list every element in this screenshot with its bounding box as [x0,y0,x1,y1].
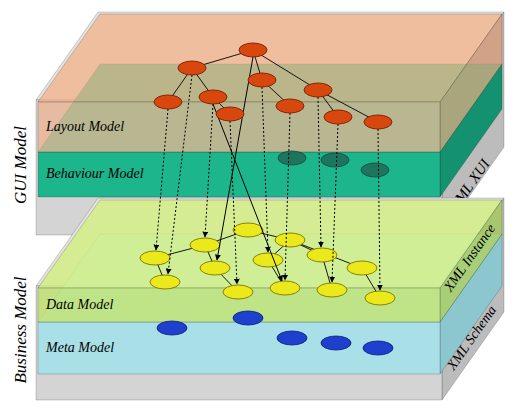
layer-label: Data Model [46,298,113,312]
layer-label: Behaviour Model [46,167,144,181]
layer-face [36,286,442,400]
layer-face [38,14,502,102]
layer-label: Meta Model [46,341,114,355]
layer-face [38,102,440,152]
model-layer: Layout Model [38,14,502,152]
layer-face [38,288,440,322]
group-label: Business Model [12,276,29,383]
model-group: Business Model Data ModelXML InstanceMeta… [0,198,531,408]
layer-face [38,322,440,374]
layer-face [38,64,502,152]
layer-face [38,234,502,322]
layer-face [38,200,502,288]
layer-label: Layout Model [46,120,124,134]
layer-face [440,64,502,197]
model-layer: Data ModelXML Instance [38,200,502,322]
layer-face [38,152,440,197]
layer-face [440,234,502,374]
group-label: GUI Model [12,126,29,204]
